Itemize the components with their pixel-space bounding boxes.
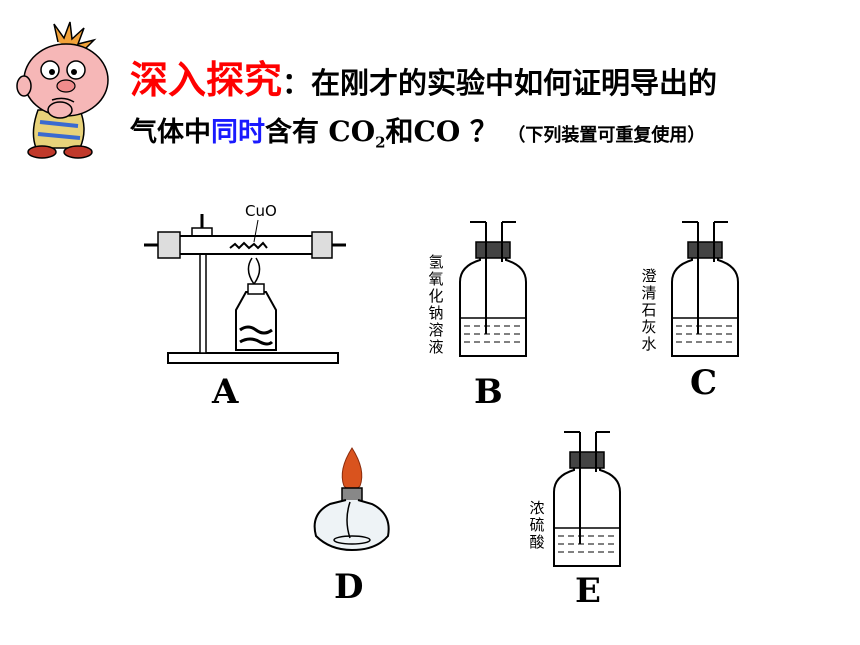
- label-b: B: [474, 372, 503, 412]
- apparatus-d-drawing: [313, 447, 390, 552]
- thinking-boy-mascot: [16, 21, 109, 159]
- label-c: C: [690, 363, 718, 403]
- apparatus-e-drawing: [553, 431, 621, 567]
- naoh-solution-label: 氢氧化钠溶液: [428, 253, 444, 356]
- cuo-label: CuO: [245, 202, 277, 220]
- title-highlight: 深入探究: [130, 58, 283, 102]
- title-line-2: 气体中同时含有 CO2和CO ？ （下列装置可重复使用）: [130, 112, 705, 163]
- apparatus-a-drawing: [144, 214, 346, 364]
- title-line1-rest: ：在刚才的实验中如何证明导出的: [282, 66, 718, 100]
- label-a: A: [212, 372, 239, 412]
- title-emphasis: 同时: [211, 117, 265, 148]
- flame: [341, 447, 363, 491]
- title-line2-mid: 含有: [265, 117, 329, 148]
- label-d: D: [334, 567, 364, 607]
- conc-sulfuric-acid-label: 浓硫酸: [529, 499, 545, 551]
- apparatus-c-drawing: [671, 221, 739, 357]
- title-line-1: 深入探究：在刚才的实验中如何证明导出的: [130, 60, 717, 103]
- label-e: E: [575, 571, 601, 611]
- reuse-note: （下列装置可重复使用）: [507, 125, 706, 146]
- apparatus-b-drawing: [459, 221, 527, 357]
- title-line2-start: 气体中: [130, 117, 211, 148]
- limewater-label: 澄清石灰水: [641, 267, 657, 353]
- and-co-text: 和CO ？: [385, 115, 498, 148]
- co2-formula: CO2: [328, 115, 386, 152]
